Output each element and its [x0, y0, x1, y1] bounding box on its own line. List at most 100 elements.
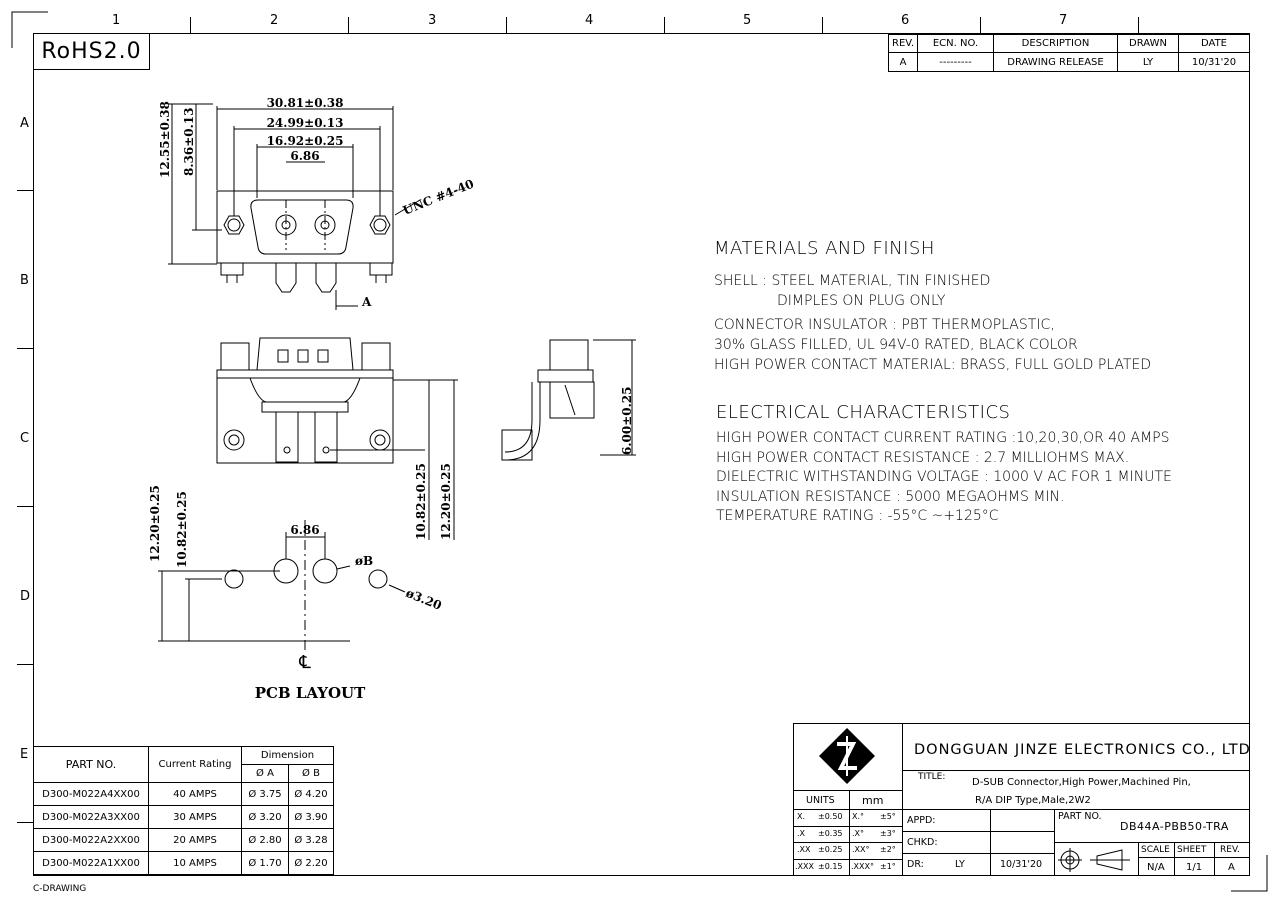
- tol-val: ±0.25: [818, 845, 843, 854]
- sheet-label: SHEET: [1177, 845, 1207, 855]
- rating-cell: 30 AMPS: [148, 805, 242, 829]
- tol-val: ±0.15: [818, 862, 843, 871]
- dim-front-height-2: 12.20±0.25: [439, 463, 453, 540]
- zone-tick: [17, 348, 33, 349]
- pcb-hole-b: øB: [355, 554, 373, 568]
- zone-col-4: 4: [585, 13, 594, 28]
- scale-label: SCALE: [1141, 845, 1170, 855]
- tol-val: ±0.50: [818, 812, 843, 821]
- side-view: [501, 339, 636, 461]
- zone-col-2: 2: [270, 13, 279, 28]
- tol-key: .X: [797, 829, 806, 838]
- dim-b-cell: Ø 3.90: [288, 805, 334, 829]
- part-number-table: PART NO. Current Rating Dimension Ø A Ø …: [33, 746, 334, 875]
- scale-value: N/A: [1147, 862, 1165, 873]
- rev-label: REV.: [1220, 845, 1240, 855]
- title-label: TITLE:: [918, 772, 946, 782]
- front-view: [216, 337, 458, 540]
- chkd-label: CHKD:: [907, 837, 938, 848]
- zone-tick: [506, 17, 507, 33]
- materials-line: DIMPLES ON PLUG ONLY: [777, 293, 946, 309]
- materials-heading: MATERIALS AND FINISH: [714, 238, 935, 259]
- dim-b-cell: Ø 2.20: [288, 851, 334, 875]
- tol-ang-key: .XX°: [852, 845, 870, 854]
- table-row: D300-M022A1XX00 10 AMPS Ø 1.70 Ø 2.20: [33, 851, 334, 875]
- pcb-dim-1: 12.20±0.25: [148, 485, 162, 562]
- materials-notes: MATERIALS AND FINISH SHELL : STEEL MATER…: [714, 238, 1151, 375]
- date-header: DATE: [1178, 34, 1250, 53]
- tol-val: ±0.35: [818, 829, 843, 838]
- tol-ang-val: ±2°: [880, 845, 896, 854]
- units-value: mm: [862, 794, 884, 807]
- table-row: D300-M022A2XX00 20 AMPS Ø 2.80 Ø 3.28: [33, 828, 334, 852]
- ecn-value: ---------: [917, 52, 994, 72]
- part-no-value: DB44A-PBB50-TRA: [1120, 820, 1229, 833]
- rev-value: A: [1228, 862, 1235, 873]
- dim-overall-height: 12.55±0.38: [158, 101, 172, 178]
- title-line-2: R/A DIP Type,Male,2W2: [975, 795, 1091, 806]
- dr-date: 10/31'20: [1000, 859, 1043, 870]
- sheet-value: 1/1: [1186, 862, 1203, 873]
- zone-row-b: B: [20, 273, 29, 288]
- tol-key: .XX: [797, 845, 811, 854]
- zone-col-5: 5: [743, 13, 752, 28]
- pcb-pitch: 6.86: [290, 523, 319, 537]
- pcb-layout-view: [158, 520, 406, 650]
- dim-hole-pitch: 24.99±0.13: [267, 116, 344, 130]
- title-line-1: D-SUB Connector,High Power,Machined Pin,: [972, 777, 1191, 788]
- rating-cell: 10 AMPS: [148, 851, 242, 875]
- materials-line: HIGH POWER CONTACT MATERIAL: BRASS, FULL…: [714, 357, 1152, 373]
- tol-key: X.: [797, 812, 806, 821]
- dim-contact-pitch: 6.86: [290, 149, 319, 163]
- tol-ang-val: ±3°: [880, 829, 896, 838]
- zone-col-1: 1: [112, 13, 121, 28]
- electrical-line: INSULATION RESISTANCE : 5000 MEGAOHMS MI…: [716, 488, 1065, 505]
- top-view: [168, 103, 421, 310]
- pcb-dim-2: 10.82±0.25: [175, 491, 189, 568]
- table-row: D300-M022A3XX00 30 AMPS Ø 3.20 Ø 3.90: [33, 805, 334, 829]
- dim-front-height-1: 10.82±0.25: [414, 463, 428, 540]
- part-no-label: PART NO.: [1058, 811, 1102, 822]
- company-logo: [819, 728, 875, 784]
- tol-ang-key: .XXX°: [851, 862, 874, 871]
- part-cell: D300-M022A3XX00: [33, 805, 149, 829]
- zone-col-6: 6: [901, 13, 910, 28]
- zone-tick: [17, 664, 33, 665]
- electrical-notes: ELECTRICAL CHARACTERISTICS HIGH POWER CO…: [716, 402, 1172, 527]
- units-label: UNITS: [806, 795, 835, 806]
- dim-a-cell: Ø 2.80: [241, 828, 289, 852]
- zone-tick: [1138, 17, 1139, 33]
- dim-b-cell: Ø 4.20: [288, 782, 334, 806]
- zone-row-d: D: [20, 589, 31, 604]
- tol-ang-key: .X°: [852, 829, 865, 838]
- dim-a-cell: Ø 1.70: [241, 851, 289, 875]
- electrical-heading: ELECTRICAL CHARACTERISTICS: [716, 402, 1011, 423]
- dim-shell-width: 16.92±0.25: [267, 134, 344, 148]
- part-cell: D300-M022A1XX00: [33, 851, 149, 875]
- dim-overall-width: 30.81±0.38: [267, 96, 344, 110]
- rohs-mark: RoHS2.0: [33, 33, 150, 70]
- rating-cell: 20 AMPS: [148, 828, 242, 852]
- zone-tick: [822, 17, 823, 33]
- zone-tick: [17, 506, 33, 507]
- tol-ang-val: ±1°: [880, 862, 896, 871]
- zone-tick: [664, 17, 665, 33]
- tol-ang-key: X.°: [852, 812, 865, 821]
- dim-shell-height: 8.36±0.13: [182, 107, 196, 176]
- zone-tick: [980, 17, 981, 33]
- materials-line: CONNECTOR INSULATOR : PBT THERMOPLASTIC,: [714, 317, 1055, 333]
- company-name: DONGGUAN JINZE ELECTRONICS CO., LTD: [914, 742, 1251, 758]
- electrical-line: DIELECTRIC WITHSTANDING VOLTAGE : 1000 V…: [716, 469, 1172, 485]
- materials-line: 30% GLASS FILLED, UL 94V-0 RATED, BLACK …: [714, 337, 1078, 353]
- electrical-line: TEMPERATURE RATING : -55°C ~+125°C: [716, 508, 999, 524]
- zone-tick: [17, 822, 33, 823]
- tol-key: .XXX: [795, 862, 814, 871]
- dim-side-height: 6.00±0.25: [620, 386, 634, 455]
- drawing-frame: [33, 33, 1250, 876]
- section-marker: A: [361, 295, 372, 309]
- zone-col-3: 3: [428, 13, 437, 28]
- dr-value: LY: [955, 859, 965, 870]
